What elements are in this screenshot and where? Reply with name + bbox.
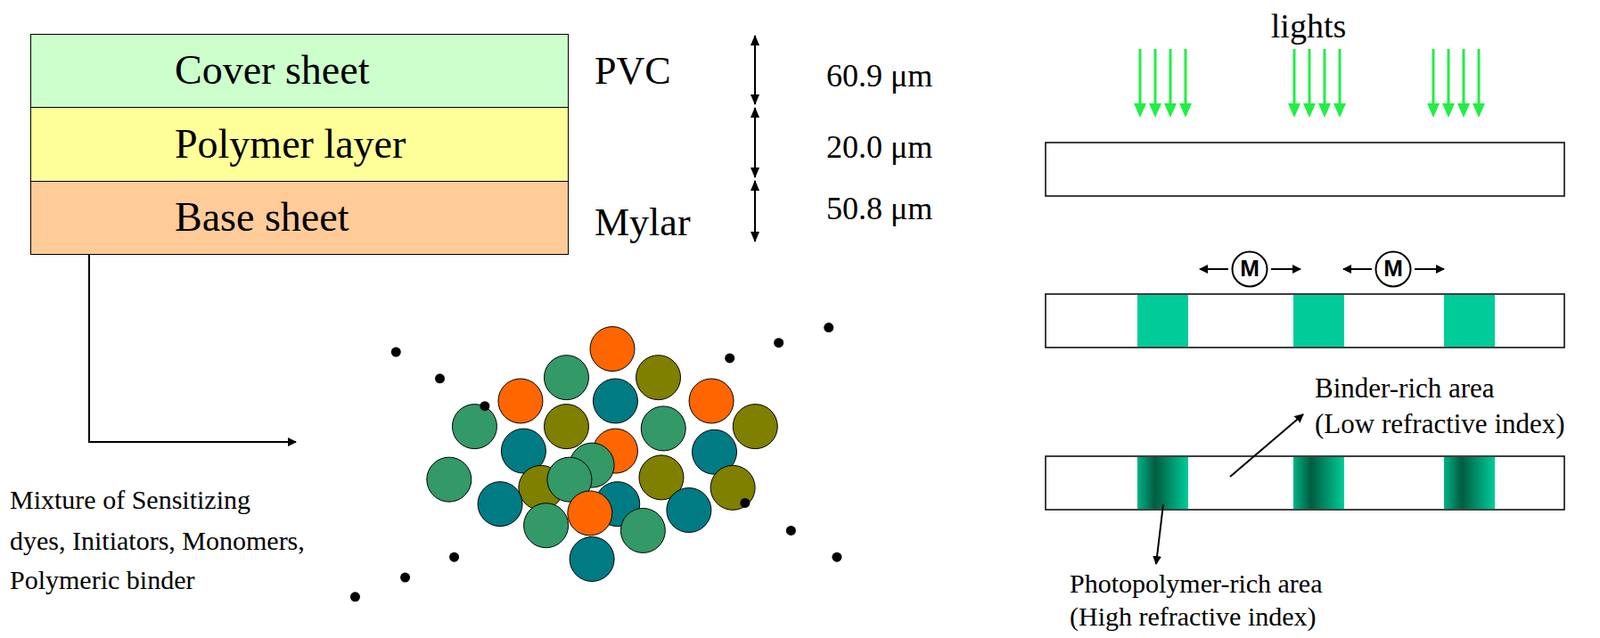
monomer-circle: M [1374, 250, 1412, 288]
layer-name: Cover sheet [174, 47, 370, 95]
region-label: Photopolymer-rich area [1069, 568, 1322, 600]
monomer-label: M [1383, 255, 1404, 283]
layer-name: Polymer layer [174, 121, 406, 169]
region-label: Binder-rich area [1314, 372, 1495, 405]
dimension-arrows [754, 35, 756, 242]
monomer-label: M [1239, 255, 1260, 283]
light-arrows [1133, 49, 1486, 118]
leader-line [1230, 414, 1304, 477]
light-label: lights [1271, 7, 1346, 47]
material-name: Mylar [594, 200, 691, 247]
film-strip [1045, 456, 1565, 510]
polymerized-regions [1137, 295, 1495, 347]
layer-box: Cover sheet [30, 33, 569, 108]
mixture-note: dyes, Initiators, Monomers, [9, 525, 305, 558]
leader-line [1156, 504, 1164, 565]
dimension: 60.9 μm [826, 57, 933, 95]
monomer-circle: M [1230, 250, 1269, 288]
film-strip [1045, 294, 1565, 348]
layer-box: Base sheet [30, 180, 569, 255]
layer-box: Polymer layer [30, 106, 569, 182]
layer-name: Base sheet [174, 194, 349, 242]
photopolymer-regions [1137, 457, 1495, 509]
dimension: 50.8 μm [826, 190, 933, 228]
mixture-note: Polymeric binder [9, 565, 195, 597]
region-label: (High refractive index) [1069, 601, 1317, 633]
molecule-cluster [350, 322, 842, 602]
dimension: 20.0 μm [826, 129, 933, 166]
region-label: (Low refractive index) [1314, 408, 1566, 441]
mixture-note: Mixture of Sensitizing [9, 484, 251, 517]
film-strip [1045, 142, 1565, 197]
material-name: PVC [594, 49, 672, 95]
